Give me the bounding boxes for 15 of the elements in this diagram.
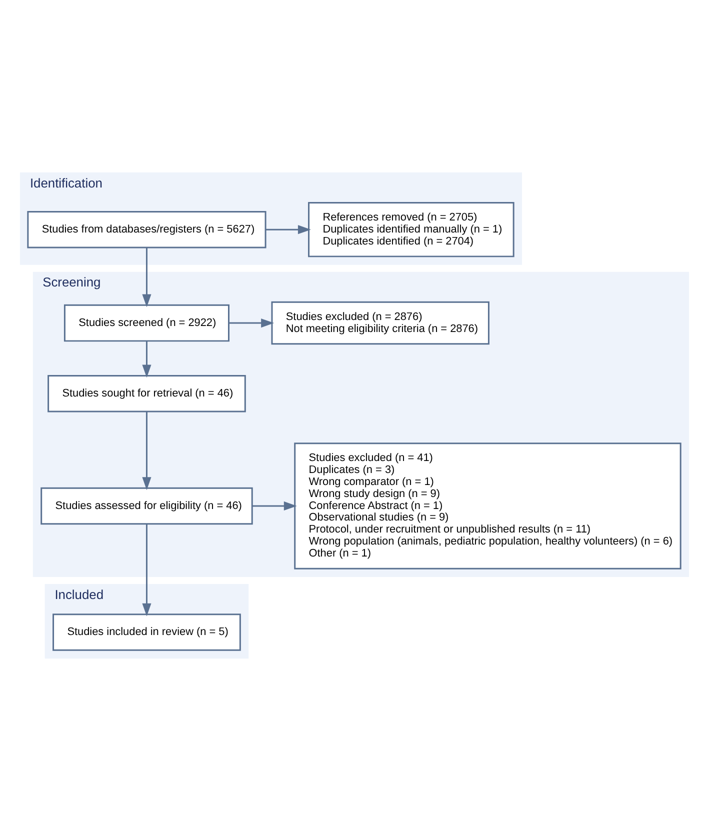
node-box: Studies excluded (n = 2876) Not meeting eligibility criteria (n = 2876) — [271, 300, 490, 344]
arrow — [228, 318, 274, 328]
arrow — [142, 523, 152, 616]
node-box: Studies from databases/registers (n = 5627) — [27, 210, 266, 248]
node-box: Studies included in review (n = 5) — [52, 613, 241, 650]
arrow — [252, 500, 297, 510]
node-box: References removed (n = 2705) Duplicates identified manually (n = 1) Duplicates identified (n = 2704) — [308, 202, 514, 257]
node-box: Studies sought for retrieval (n = 46) — [48, 374, 246, 412]
node-box: Studies screened (n = 2922) — [64, 304, 230, 342]
arrow — [142, 411, 152, 490]
arrow — [142, 340, 152, 378]
arrow — [266, 224, 311, 234]
node-box: Studies assessed for eligibility (n = 46) — [40, 486, 253, 524]
node-box: Studies excluded (n = 41) Duplicates (n = 3) Wrong comparator (n = 1) Wrong study design (n = 9) Conference Abstract (n = 1) Observational studies (n = 9) Protocol, under recruitment or unpublished results (n = 11) Wrong population (animals, pediatric population, healthy volunteers) (n = 6) Other (n = 1) — [294, 442, 682, 569]
arrow — [142, 247, 152, 307]
